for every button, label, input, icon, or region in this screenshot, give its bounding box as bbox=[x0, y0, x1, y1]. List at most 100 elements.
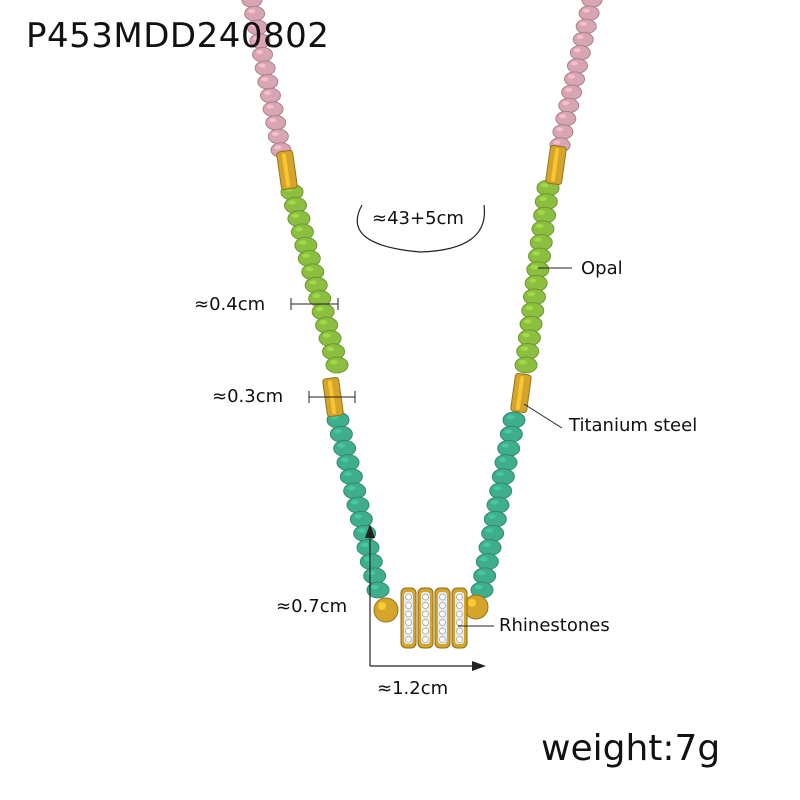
bead bbox=[564, 71, 586, 87]
bead-highlight bbox=[576, 35, 584, 40]
bead bbox=[339, 468, 363, 486]
spacer-size-label: ≈0.3cm bbox=[212, 386, 284, 407]
rhinestone bbox=[456, 636, 463, 643]
bead-highlight bbox=[326, 346, 335, 352]
rhinestone bbox=[422, 619, 429, 626]
rhinestone bbox=[422, 627, 429, 635]
bead bbox=[475, 553, 499, 571]
bead bbox=[343, 482, 367, 500]
bead-highlight bbox=[295, 226, 303, 232]
rhinestone bbox=[439, 636, 446, 643]
bead bbox=[267, 128, 289, 145]
bead-highlight bbox=[482, 542, 491, 547]
rhinestone bbox=[405, 610, 412, 618]
bead-highlight bbox=[322, 333, 331, 338]
bead-highlight bbox=[579, 21, 587, 26]
bead-highlight bbox=[506, 415, 515, 420]
bead-highlight bbox=[490, 500, 499, 505]
rhinestone bbox=[439, 593, 446, 601]
bead bbox=[575, 18, 597, 35]
material-label-rhinestones: Rhinestones bbox=[499, 615, 610, 636]
bead-highlight bbox=[488, 514, 496, 519]
bead bbox=[325, 356, 349, 374]
bead-highlight bbox=[525, 305, 534, 310]
material-label-opal: Opal bbox=[581, 258, 623, 279]
width-arrow-head bbox=[472, 661, 486, 671]
bead bbox=[499, 425, 523, 443]
bead-highlight bbox=[367, 570, 376, 576]
rhinestone bbox=[439, 602, 446, 609]
rhinestone bbox=[422, 593, 429, 601]
bead bbox=[572, 31, 594, 48]
product-sku: P453MDD240802 bbox=[26, 16, 330, 56]
bead bbox=[349, 510, 373, 528]
rhinestone bbox=[405, 636, 412, 643]
rhinestone bbox=[456, 619, 463, 626]
rhinestone bbox=[405, 593, 412, 601]
bead-highlight bbox=[347, 485, 356, 491]
bead-highlight bbox=[520, 346, 529, 351]
bead-highlight bbox=[527, 291, 536, 297]
rhinestone bbox=[405, 627, 412, 635]
bead-highlight bbox=[305, 266, 314, 272]
gold-ball-highlight bbox=[468, 599, 476, 607]
pendant-height-label: ≈0.7cm bbox=[276, 596, 348, 617]
bead-highlight bbox=[312, 293, 321, 298]
rhinestone bbox=[405, 619, 412, 626]
spacer-highlight bbox=[281, 153, 291, 187]
bead-highlight bbox=[354, 514, 362, 519]
bead-highlight bbox=[266, 104, 274, 109]
bead-highlight bbox=[553, 140, 561, 145]
bead bbox=[333, 439, 357, 457]
bead bbox=[478, 539, 502, 556]
length-label: ≈43+5cm bbox=[372, 208, 464, 229]
bead-highlight bbox=[568, 74, 576, 79]
measurement-guides bbox=[290, 204, 572, 671]
gold-ball-highlight bbox=[378, 602, 386, 610]
bead-highlight bbox=[562, 100, 570, 105]
bead-highlight bbox=[288, 200, 297, 205]
bead-highlight bbox=[477, 570, 486, 576]
bead-highlight bbox=[316, 306, 324, 312]
bead-highlight bbox=[344, 471, 352, 477]
bead bbox=[254, 60, 276, 76]
bead-highlight bbox=[302, 253, 310, 258]
bead bbox=[257, 74, 279, 90]
rhinestone bbox=[456, 593, 463, 601]
bead-highlight bbox=[493, 485, 502, 491]
bead-highlight bbox=[582, 8, 590, 13]
bead bbox=[494, 454, 518, 471]
bead bbox=[359, 553, 383, 571]
bead-highlight bbox=[319, 320, 328, 325]
bead-highlight bbox=[532, 251, 541, 256]
bead-highlight bbox=[256, 50, 264, 55]
bead-highlight bbox=[263, 90, 271, 95]
bead-highlight bbox=[271, 131, 279, 136]
bead-highlight bbox=[258, 63, 266, 68]
rhinestone bbox=[422, 610, 429, 618]
bead bbox=[552, 124, 574, 140]
bead-highlight bbox=[337, 443, 346, 448]
rhinestone-pendant bbox=[373, 587, 489, 649]
rhinestone bbox=[456, 610, 463, 618]
bead bbox=[555, 110, 577, 127]
bead-highlight bbox=[360, 542, 369, 547]
bead-highlight bbox=[534, 237, 542, 242]
bead bbox=[336, 454, 360, 471]
bead-highlight bbox=[261, 77, 269, 82]
length-arc bbox=[356, 204, 486, 253]
bead bbox=[486, 496, 510, 514]
bead-highlight bbox=[329, 360, 338, 365]
titanium-leader-line bbox=[523, 403, 563, 429]
height-arrow-head bbox=[365, 524, 375, 538]
bead bbox=[346, 496, 370, 514]
bead-highlight bbox=[340, 457, 349, 462]
bead-highlight bbox=[539, 196, 547, 202]
bead bbox=[356, 539, 380, 556]
bead-highlight bbox=[298, 240, 307, 245]
bead-highlight bbox=[496, 471, 504, 477]
bead bbox=[558, 97, 580, 114]
bead bbox=[262, 101, 284, 117]
bead-highlight bbox=[474, 585, 483, 590]
